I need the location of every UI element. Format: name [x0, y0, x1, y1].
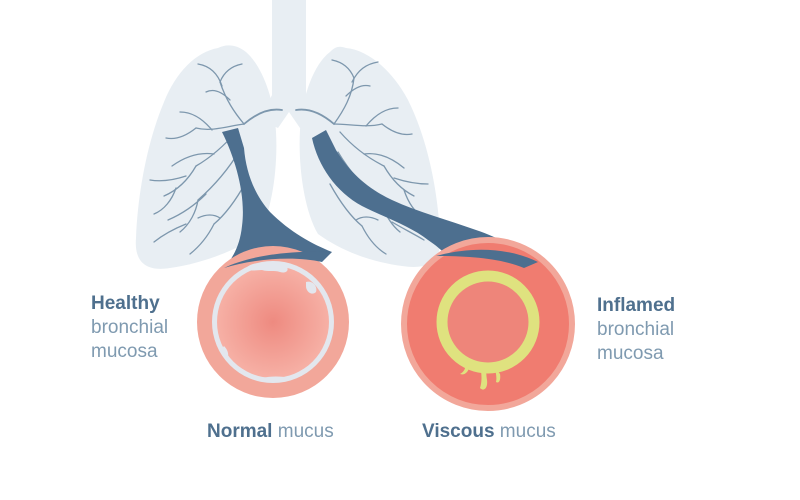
left-bronchus-callout: [222, 128, 332, 270]
viscous-caption-rest: mucus: [494, 421, 556, 442]
inflamed-label-line3: mucosa: [597, 343, 664, 364]
healthy-lumen: [217, 266, 329, 378]
normal-caption-rest: mucus: [272, 421, 334, 442]
trachea: [260, 0, 318, 128]
healthy-cross-section: [197, 246, 349, 398]
viscous-caption-strong: Viscous: [422, 421, 495, 442]
left-lung: [135, 45, 277, 269]
inflamed-wall-edge: [401, 237, 575, 411]
inflamed-callout-tip: [436, 249, 538, 268]
viscous-mucus-ring: [436, 270, 540, 374]
healthy-label-line3: mucosa: [91, 341, 158, 362]
inflamed-label-line2: bronchial: [597, 319, 675, 340]
inflamed-label-strong: Inflamed: [597, 295, 676, 316]
viscous-mucus-caption: Viscous mucus: [422, 420, 556, 444]
healthy-mucosa-label: Healthy bronchial mucosa: [91, 292, 168, 364]
normal-mucus-caption: Normal mucus: [207, 420, 334, 444]
normal-caption-strong: Normal: [207, 421, 273, 442]
healthy-label-strong: Healthy: [91, 293, 160, 314]
healthy-callout-tip: [224, 251, 332, 268]
healthy-label-line2: bronchial: [91, 317, 169, 338]
inflamed-mucosa-label: Inflamed bronchial mucosa: [597, 294, 675, 366]
inflamed-cross-section: [401, 237, 575, 411]
